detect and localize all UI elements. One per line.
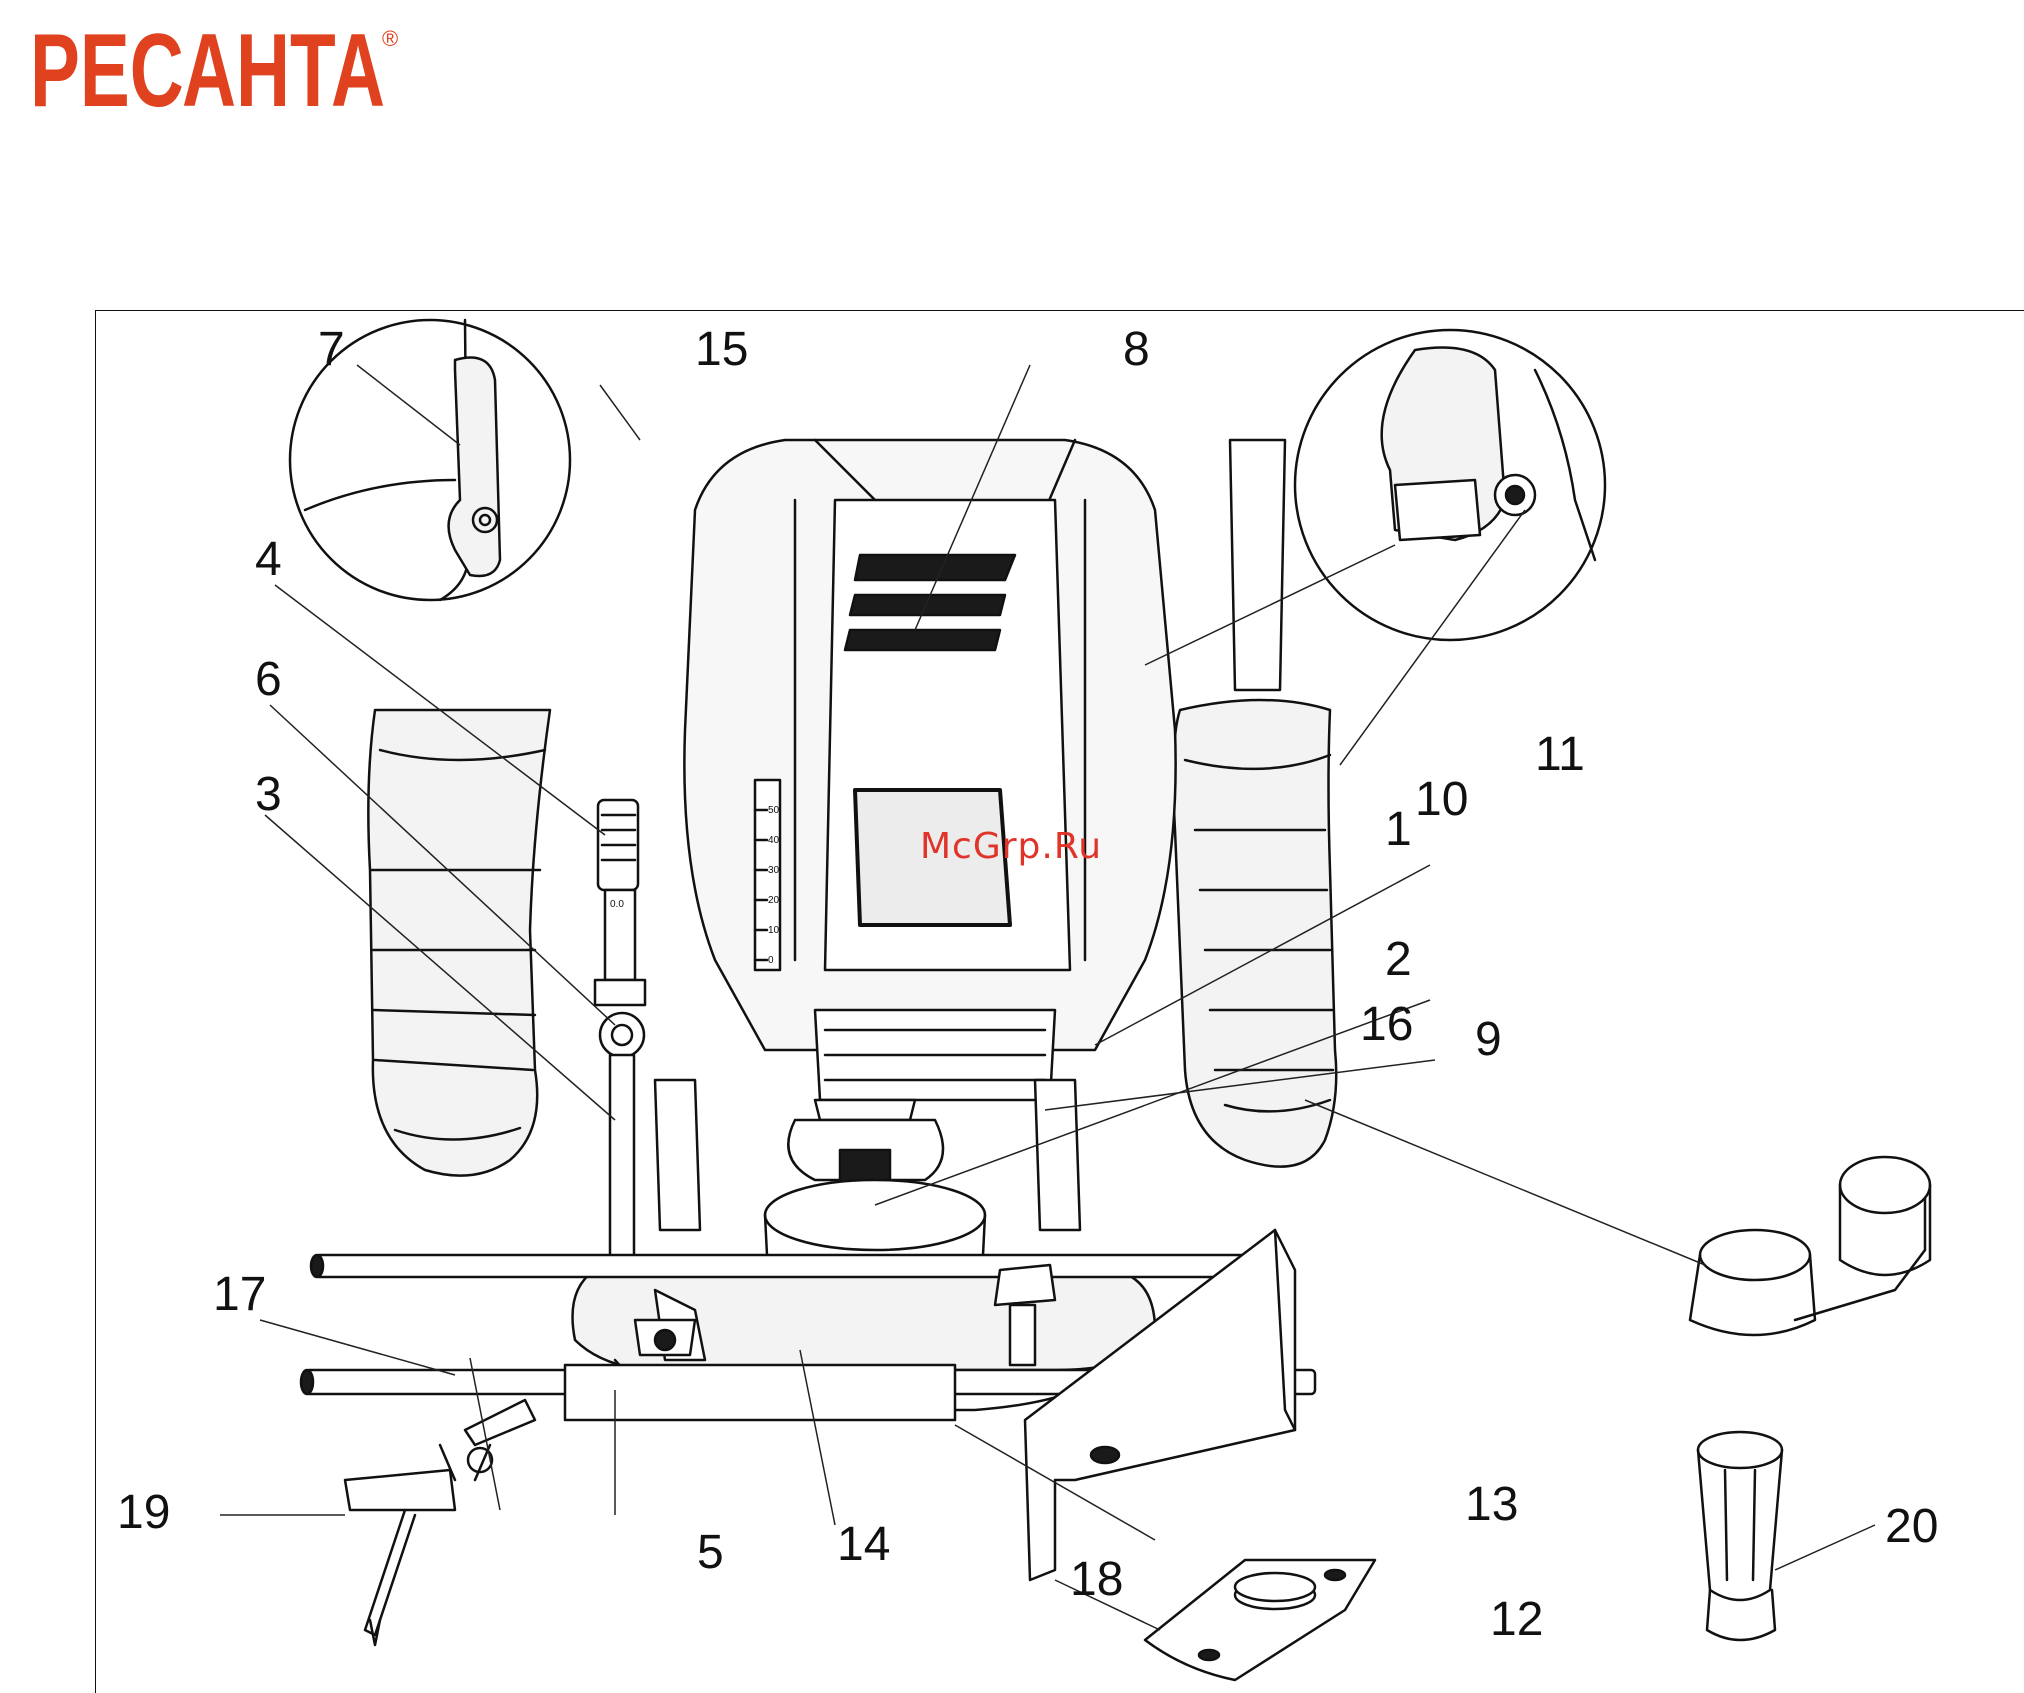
label-16: 16: [1360, 998, 1413, 1051]
motor-housing: [684, 440, 1175, 1100]
scale-tick-0: 0: [768, 955, 774, 966]
label-19: 19: [117, 1486, 170, 1539]
scale-tick-30: 30: [768, 865, 780, 876]
label-18: 18: [1070, 1553, 1123, 1606]
left-plunge-column: [655, 1080, 700, 1230]
label-10: 10: [1415, 773, 1468, 826]
label-8: 8: [1123, 323, 1150, 376]
label-4: 4: [255, 533, 282, 586]
brand-logo: РЕСАНТА ®: [30, 14, 410, 124]
label-9: 9: [1475, 1013, 1502, 1066]
label-1: 1: [1385, 803, 1412, 856]
registered-mark: ®: [382, 26, 398, 51]
label-6: 6: [255, 653, 282, 706]
leader-20: [1775, 1525, 1875, 1570]
depth-stop-assembly: [595, 800, 645, 1285]
label-14: 14: [837, 1518, 890, 1571]
label-3: 3: [255, 768, 282, 821]
scale-tick-50: 50: [768, 805, 780, 816]
label-20: 20: [1885, 1500, 1938, 1553]
leader-15: [600, 385, 640, 440]
collet-part: [1698, 1432, 1782, 1640]
label-12: 12: [1490, 1593, 1543, 1646]
label-17: 17: [213, 1268, 266, 1321]
brand-logo-text: РЕСАНТА: [30, 14, 385, 124]
watermark: McGrp.Ru: [920, 826, 1102, 867]
right-plunge-column: [1035, 1080, 1080, 1230]
wing-bolt-anchor: [345, 1400, 535, 1645]
left-handle: [368, 710, 550, 1176]
label-5: 5: [697, 1526, 724, 1579]
detail-circle-10-11: [1295, 330, 1605, 640]
label-15: 15: [695, 323, 748, 376]
label-7: 7: [318, 323, 345, 376]
dust-spout: [1230, 440, 1285, 690]
leader-17: [260, 1320, 455, 1375]
label-11: 11: [1535, 728, 1585, 781]
scale-tick-40: 40: [768, 835, 780, 846]
leader-9: [1305, 1100, 1705, 1265]
scale-tick-10: 10: [768, 925, 780, 936]
dust-extraction-adapter: [1690, 1157, 1930, 1335]
locking-knob-left: [635, 1320, 695, 1355]
knob-mark: 0.0: [610, 899, 624, 910]
guide-bushing-plate: [1145, 1560, 1375, 1680]
router-diagram: 7 15 8 4 6 3 10 11 1 2 16 9 17 19 5 14 1…: [95, 310, 2024, 1693]
label-2: 2: [1385, 933, 1412, 986]
label-13: 13: [1465, 1478, 1518, 1531]
right-handle: [1173, 700, 1336, 1167]
parallel-guide-bar: [565, 1365, 955, 1420]
scale-tick-20: 20: [768, 895, 780, 906]
